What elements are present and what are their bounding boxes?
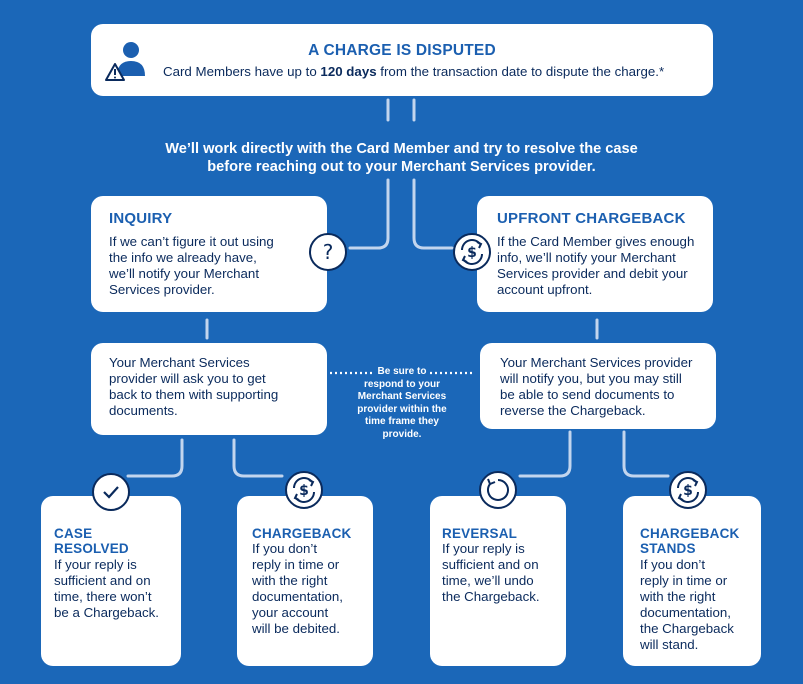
case-resolved-box: CASE RESOLVED If your reply is sufficien… <box>41 496 181 666</box>
upfront-title: UPFRONT CHARGEBACK <box>497 210 686 227</box>
case-resolved-title-line: RESOLVED <box>54 541 129 556</box>
reversal-line: sufficient and on <box>442 557 539 572</box>
reversal-title-line: REVERSAL <box>442 526 518 541</box>
left-middle-line: provider will ask you to get <box>109 371 266 386</box>
header-title: A CHARGE IS DISPUTED <box>308 42 496 59</box>
header-text-after: from the transaction date to dispute the… <box>376 64 665 79</box>
refresh-cycle-icon <box>478 470 518 515</box>
chargeback-stands-title-line: STANDS <box>640 541 696 556</box>
chargeback-box: CHARGEBACK If you don’t reply in time or… <box>237 496 373 666</box>
right-middle-box: Your Merchant Services provider will not… <box>480 343 716 429</box>
intro-line-1: We’ll work directly with the Card Member… <box>165 141 638 157</box>
upfront-line: info, we’ll notify your Merchant <box>497 250 676 265</box>
chargeback-title-line: CHARGEBACK <box>252 526 352 541</box>
header-text-bold: 120 days <box>320 64 377 79</box>
case-resolved-line: If your reply is <box>54 557 137 572</box>
chargeback-stands-text: If you don’t reply in time or with the r… <box>640 557 734 653</box>
right-middle-line: reverse the Chargeback. <box>500 403 646 418</box>
chargeback-stands-line: the Chargeback <box>640 621 734 636</box>
note-line: Merchant Services <box>357 391 447 402</box>
right-middle-text: Your Merchant Services provider will not… <box>500 355 692 419</box>
chargeback-stands-line: will stand. <box>640 637 699 652</box>
chargeback-line: will be debited. <box>252 621 340 636</box>
chargeback-stands-title: CHARGEBACK STANDS <box>640 526 740 556</box>
svg-text:$: $ <box>467 245 477 261</box>
upfront-line: Services provider and debit your <box>497 266 688 281</box>
reversal-box: REVERSAL If your reply is sufficient and… <box>430 496 566 666</box>
reversal-line: time, we’ll undo <box>442 573 534 588</box>
checkmark-icon <box>91 472 131 517</box>
intro-text: We’ll work directly with the Card Member… <box>0 140 803 176</box>
header-text: Card Members have up to 120 days from th… <box>163 64 703 80</box>
chargeback-line: reply in time or <box>252 557 340 572</box>
user-alert-icon <box>103 34 147 89</box>
svg-text:$: $ <box>683 483 693 499</box>
note-line: time frame they <box>365 416 439 427</box>
case-resolved-line: time, there won’t <box>54 589 152 604</box>
reversal-line: the Chargeback. <box>442 589 540 604</box>
case-resolved-title-line: CASE <box>54 526 93 541</box>
case-resolved-line: sufficient and on <box>54 573 151 588</box>
right-middle-line: will notify you, but you may still <box>500 371 682 386</box>
left-middle-line: back to them with supporting <box>109 387 279 402</box>
inquiry-line: Services provider. <box>109 282 215 297</box>
question-icon: ? <box>308 232 348 277</box>
upfront-line: account upfront. <box>497 282 593 297</box>
chargeback-line: with the right <box>252 573 328 588</box>
dollar-cycle-icon: $ <box>668 470 708 515</box>
dollar-cycle-icon: $ <box>452 232 492 277</box>
chargeback-line: If you don’t <box>252 541 318 556</box>
svg-text:$: $ <box>299 483 309 499</box>
chargeback-stands-line: If you don’t <box>640 557 706 572</box>
upfront-line: If the Card Member gives enough <box>497 234 695 249</box>
case-resolved-line: be a Chargeback. <box>54 605 159 620</box>
dispute-header-box: A CHARGE IS DISPUTED Card Members have u… <box>91 24 713 96</box>
inquiry-text: If we can’t figure it out using the info… <box>109 234 274 298</box>
inquiry-box: INQUIRY If we can’t figure it out using … <box>91 196 327 312</box>
inquiry-line: we’ll notify your Merchant <box>109 266 260 281</box>
chargeback-title: CHARGEBACK <box>252 526 352 541</box>
right-middle-line: Your Merchant Services provider <box>500 355 693 370</box>
upfront-text: If the Card Member gives enough info, we… <box>497 234 694 298</box>
reversal-line: If your reply is <box>442 541 525 556</box>
left-middle-text: Your Merchant Services provider will ask… <box>109 355 278 419</box>
reversal-title: REVERSAL <box>442 526 517 541</box>
note-line: respond to your <box>363 378 441 390</box>
dollar-cycle-icon: $ <box>284 470 324 515</box>
response-note: Be sure to respond to your Merchant Serv… <box>344 366 460 441</box>
chargeback-stands-title-line: CHARGEBACK <box>640 526 740 541</box>
chargeback-line: your account <box>252 605 329 620</box>
chargeback-line: documentation, <box>252 589 343 604</box>
inquiry-line: If we can’t figure it out using <box>109 234 274 249</box>
chargeback-text: If you don’t reply in time or with the r… <box>252 541 343 637</box>
intro-line-2: before reaching out to your Merchant Ser… <box>207 159 596 175</box>
svg-text:?: ? <box>323 240 334 264</box>
case-resolved-title: CASE RESOLVED <box>54 526 129 556</box>
case-resolved-text: If your reply is sufficient and on time,… <box>54 557 159 621</box>
chargeback-stands-line: documentation, <box>640 605 731 620</box>
reversal-text: If your reply is sufficient and on time,… <box>442 541 540 605</box>
note-line: provide. <box>382 428 422 440</box>
chargeback-stands-line: reply in time or <box>640 573 728 588</box>
note-line: Be sure to <box>377 366 427 377</box>
note-line: provider within the <box>357 403 447 415</box>
inquiry-title: INQUIRY <box>109 210 173 227</box>
left-middle-box: Your Merchant Services provider will ask… <box>91 343 327 435</box>
left-middle-line: documents. <box>109 403 178 418</box>
upfront-chargeback-box: UPFRONT CHARGEBACK If the Card Member gi… <box>477 196 713 312</box>
left-middle-line: Your Merchant Services <box>109 355 250 370</box>
inquiry-line: the info we already have, <box>109 250 257 265</box>
right-middle-line: be able to send documents to <box>500 387 675 402</box>
chargeback-stands-box: CHARGEBACK STANDS If you don’t reply in … <box>623 496 761 666</box>
header-text-before: Card Members have up to <box>163 64 321 79</box>
chargeback-stands-line: with the right <box>640 589 716 604</box>
